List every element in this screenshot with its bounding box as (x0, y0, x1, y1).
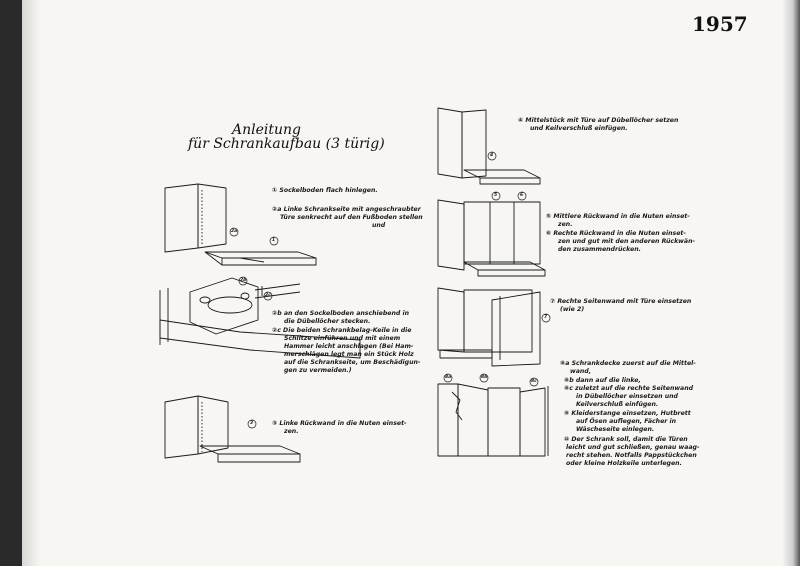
step-8-line-3: ⑧b dann auf die linke, (564, 377, 641, 384)
step-6-line-2: zen und gut mit den anderen Rückwän- (558, 238, 696, 245)
callout-8c: 8c (531, 379, 537, 384)
step-8-line-1: ⑧a Schrankdecke zuerst auf die Mittel- (560, 360, 696, 367)
step-2c-line-1: ②c Die beiden Schrankbelag-Keile in die (272, 327, 412, 334)
step-2c-line-2: Schlitze einführen und mit einem (284, 335, 401, 342)
step-10-line-4: oder kleine Holzkeile unterlegen. (566, 460, 682, 467)
step-10-line-3: recht stehen. Notfalls Pappstückchen (566, 452, 697, 459)
step-6-line-1: ⑥ Rechte Rückwand in die Nuten einset- (546, 230, 686, 237)
step-5-line-2: zen. (558, 221, 573, 228)
step-2c-line-4: merschlägen legt man ein Stück Holz (284, 351, 414, 358)
callout-2c: 2c (265, 293, 271, 298)
title-line-2: für Schrankaufbau (3 türig) (188, 136, 385, 152)
callout-7: 7 (544, 315, 548, 320)
step-9-line-3: Wäscheseite einlegen. (576, 426, 655, 433)
step-8-line-5: in Dübellöcher einsetzen und (576, 393, 678, 400)
figure-step-3 (164, 395, 301, 463)
title-line-1: Anleitung (232, 122, 301, 138)
figure-step-1-2a (164, 183, 317, 266)
callout-2a: 2a (231, 229, 238, 234)
step-4-line-2: und Keilverschluß einfügen. (530, 125, 628, 132)
step-4-line-1: ④ Mittelstück mit Türe auf Dübellöcher s… (518, 117, 679, 124)
step-9-line-1: ⑨ Kleiderstange einsetzen, Hutbrett (564, 410, 691, 417)
step-2a-line-3: und (372, 222, 386, 229)
step-8-line-2: wand, (570, 368, 592, 375)
step-6-line-3: den zusammendrücken. (558, 246, 641, 253)
step-2c-line-3: Hammer leicht anschlagen (Bei Ham- (284, 343, 414, 350)
callout-3: 3 (250, 421, 254, 426)
figure-step-5-6 (437, 199, 546, 277)
step-2c-line-5: auf die Schrankseite, um Beschädigun- (284, 359, 421, 366)
callout-4: 4 (490, 153, 494, 158)
page-year: 1957 (692, 12, 748, 36)
step-2b-line-2: die Dübellöcher stecken. (284, 318, 371, 325)
step-3-line-1: ③ Linke Rückwand in die Nuten einset- (272, 420, 407, 427)
step-9-line-2: auf Ösen auflegen, Fächer in (576, 418, 676, 425)
callout-6: 6 (520, 193, 524, 198)
callout-2b: 2b (240, 278, 247, 283)
figure-step-7 (437, 287, 541, 367)
step-2c-line-6: gen zu vermeiden.) (284, 367, 352, 374)
page-gutter-shadow (22, 0, 40, 566)
document-page (22, 0, 800, 566)
step-7-line-2: (wie 2) (560, 306, 585, 313)
figure-step-8 (437, 383, 549, 457)
step-8-line-4: ⑧c zuletzt auf die rechte Seitenwand (564, 385, 694, 392)
figure-step-4 (437, 107, 541, 185)
figure-step-2b-2c (159, 277, 361, 359)
step-2a-line-2: Türe senkrecht auf den Fußboden stellen (280, 214, 423, 221)
step-8-line-6: Keilverschluß einfügen. (576, 401, 659, 408)
step-7-line-1: ⑦ Rechte Seitenwand mit Türe einsetzen (550, 298, 692, 305)
step-2a-line-1: ②a Linke Schrankseite mit angeschraubter (272, 206, 421, 213)
step-10-line-2: leicht und gut schließen, genau waag- (566, 444, 700, 451)
step-1-text: ① Sockelboden flach hinlegen. (272, 187, 378, 194)
callout-8b: 8b (481, 375, 488, 380)
callout-8a: 8a (445, 375, 452, 380)
step-3-line-2: zen. (284, 428, 299, 435)
step-5-line-1: ⑤ Mittlere Rückwand in die Nuten einset- (546, 213, 690, 220)
page-right-edge (782, 0, 800, 566)
callout-5: 5 (494, 193, 498, 198)
step-10-line-1: ⑩ Der Schrank soll, damit die Türen (564, 436, 688, 443)
callout-1: 1 (272, 238, 276, 243)
step-2b-line-1: ②b an den Sockelboden anschiebend in (272, 310, 409, 317)
